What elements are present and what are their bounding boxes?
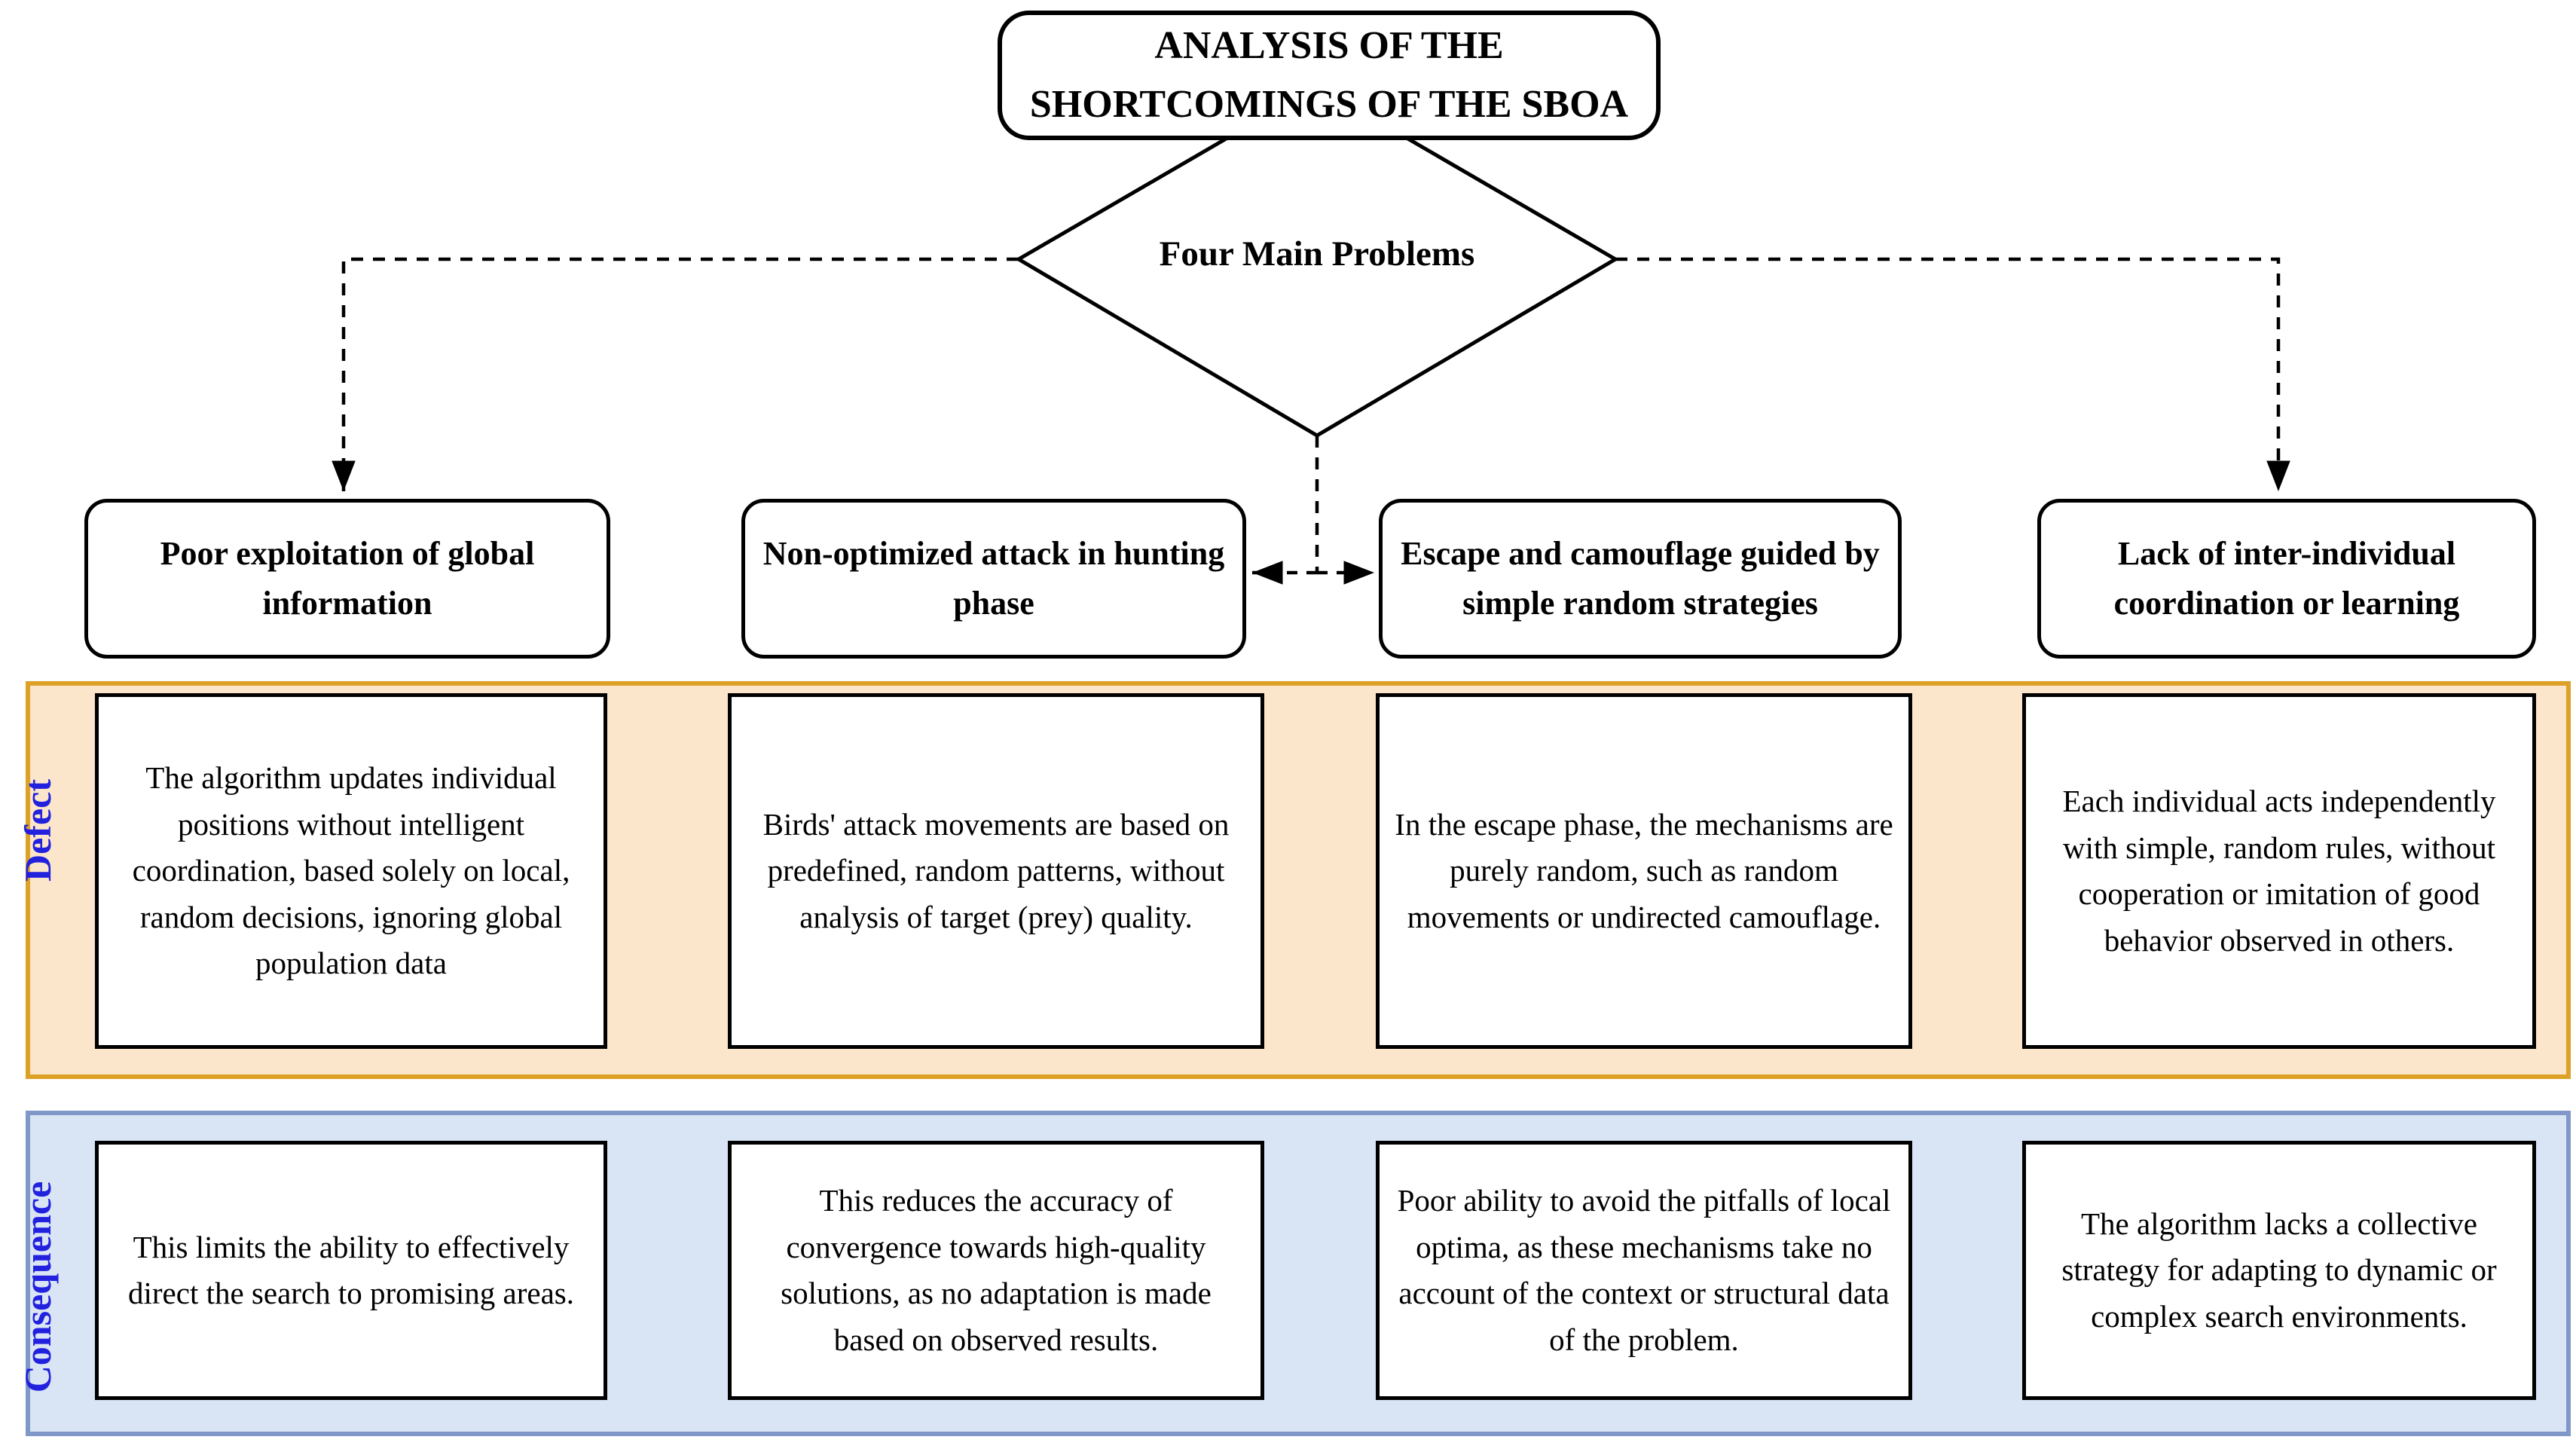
diagram-title: ANALYSIS OF THE SHORTCOMINGS OF THE SBOA [998, 11, 1661, 140]
consequence-box-4: The algorithm lacks a collective strateg… [2022, 1141, 2536, 1400]
defect-box-1: The algorithm updates individual positio… [95, 693, 607, 1049]
connector-to-problem-4 [1615, 257, 2290, 491]
connector-to-problem-1 [332, 257, 1019, 491]
consequence-box-2: This reduces the accuracy of convergence… [728, 1141, 1264, 1400]
defect-box-2: Birds' attack movements are based on pre… [728, 693, 1264, 1049]
consequence-row-label: Consequence [17, 1181, 59, 1393]
defect-row-label: Defect [17, 779, 59, 882]
decision-diamond-label: Four Main Problems [1159, 234, 1475, 274]
problem-box-4: Lack of inter-individual coordination or… [2037, 499, 2536, 659]
consequence-box-1: This limits the ability to effectively d… [95, 1141, 607, 1400]
defect-box-3: In the escape phase, the mechanisms are … [1376, 693, 1912, 1049]
problem-box-1: Poor exploitation of global information [84, 499, 610, 659]
problem-box-2: Non-optimized attack in hunting phase [741, 499, 1246, 659]
consequence-box-3: Poor ability to avoid the pitfalls of lo… [1376, 1141, 1912, 1400]
defect-box-4: Each individual acts independently with … [2022, 693, 2536, 1049]
problem-box-3: Escape and camouflage guided by simple r… [1379, 499, 1902, 659]
